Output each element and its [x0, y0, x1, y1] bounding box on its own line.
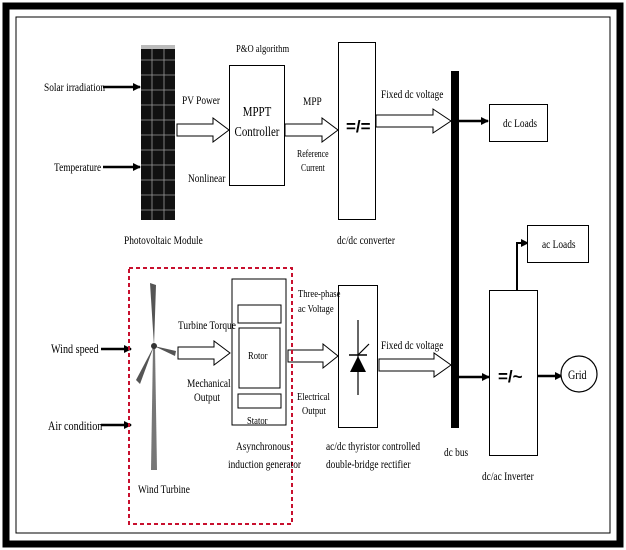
grid-circle — [560, 355, 598, 393]
solar-irradiation-label: Solar irradiation — [44, 80, 106, 94]
air-condition-label: Air condition — [48, 418, 103, 433]
electrical-output-label: Output — [302, 405, 326, 417]
generator-bottom-bar — [237, 393, 282, 409]
reference-label: Reference — [297, 149, 329, 160]
wind-speed-label: Wind speed — [51, 341, 99, 356]
inverter-symbol: =/~ — [498, 367, 523, 386]
ac-loads-label: ac Loads — [542, 237, 576, 251]
three-phase-label: Three-phase — [298, 288, 341, 300]
nonlinear-label: Nonlinear — [188, 171, 226, 185]
fixed-dc-voltage-bottom: Fixed dc voltage — [381, 338, 444, 352]
wind-turbine-label: Wind Turbine — [138, 482, 190, 496]
ac-voltage-label: ac Voltage — [298, 303, 334, 315]
rectifier-label-1: ac/dc thyristor controlled — [326, 439, 421, 453]
rectifier-to-bus-arrow — [378, 352, 452, 378]
pv-panel-icon — [141, 45, 175, 220]
dc-loads-label: dc Loads — [503, 116, 538, 130]
mppt-controller-box: MPPT Controller — [229, 65, 285, 186]
stator-label: Stator — [247, 415, 268, 427]
dc-bus-bar — [451, 71, 459, 428]
inverter-label: dc/ac Inverter — [482, 469, 534, 483]
generator-label-2: induction generator — [228, 457, 302, 471]
temperature-label: Temperature — [54, 160, 102, 174]
current-label: Current — [301, 163, 325, 174]
dcdc-to-bus-arrow — [375, 108, 452, 134]
mppt-to-dcdc-arrow — [284, 117, 339, 143]
electrical-label: Electrical — [297, 391, 330, 403]
wind-subsystem-boundary — [128, 267, 293, 525]
generator-top-bar — [237, 304, 282, 324]
dcdc-symbol: =/= — [346, 117, 371, 136]
mechanical-output-label: Output — [194, 390, 221, 404]
wind-turbine-icon — [136, 283, 176, 470]
turbine-to-generator-arrow — [177, 340, 231, 366]
rectifier-box — [338, 285, 378, 428]
dcdc-converter-box: =/= — [338, 42, 376, 220]
controller-label: Controller — [234, 125, 280, 140]
inner-border — [15, 16, 611, 534]
thyristor-icon — [349, 320, 370, 395]
mpp-label: MPP — [303, 94, 322, 108]
mechanical-label: Mechanical — [187, 376, 231, 390]
inverter-box: =/~ — [489, 290, 538, 456]
generator-label-1: Asynchronous — [236, 439, 291, 453]
generator-to-rectifier-arrow — [287, 342, 339, 370]
dcdc-label: dc/dc converter — [337, 233, 395, 247]
algorithm-label: P&O algorithm — [236, 43, 290, 55]
rotor-box — [238, 327, 281, 389]
grid-label: Grid — [568, 367, 587, 382]
fixed-dc-voltage-top: Fixed dc voltage — [381, 87, 444, 101]
dc-bus-label: dc bus — [444, 445, 469, 459]
inverter-to-ac-loads-line — [516, 242, 526, 290]
rectifier-label-2: double-bridge rectifier — [326, 457, 411, 471]
pv-power-label: PV Power — [182, 93, 221, 107]
rotor-label: Rotor — [248, 350, 268, 362]
ac-loads-box: ac Loads — [527, 225, 589, 263]
mppt-label: MPPT — [242, 105, 272, 120]
dc-loads-box: dc Loads — [489, 104, 548, 142]
pv-to-mppt-arrow — [176, 117, 230, 143]
pv-module-label: Photovoltaic Module — [124, 233, 203, 247]
turbine-torque-label: Turbine Torque — [178, 318, 236, 332]
